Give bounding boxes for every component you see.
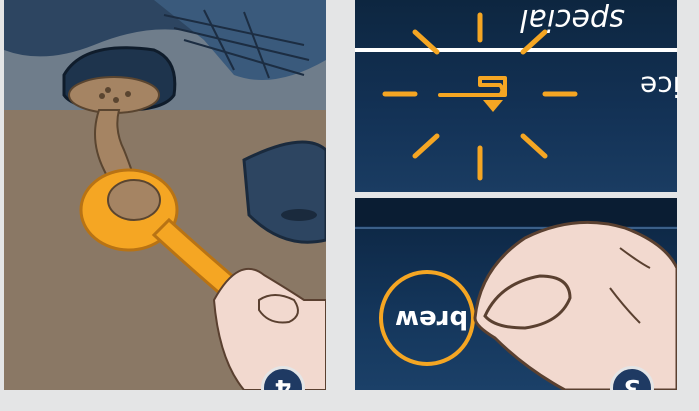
brew-button-label: brew xyxy=(395,304,468,334)
step-4-number: 4 xyxy=(264,369,302,390)
glowing-indicator-illustration xyxy=(355,0,677,192)
step-4-badge: 4 xyxy=(261,366,305,390)
step-4-panel: 4 xyxy=(4,0,326,390)
step-3-brew-panel: brew 3 xyxy=(355,198,677,390)
step-3-number: 3 xyxy=(613,369,651,390)
finger-press-illustration xyxy=(355,198,677,390)
ice-mode-partial-label: ice xyxy=(640,70,680,103)
brew-button: brew xyxy=(395,304,468,334)
special-mode-label: special xyxy=(520,2,625,37)
step-3-badge: 3 xyxy=(610,366,654,390)
filter-basket-icon xyxy=(440,78,505,112)
step-3-display-panel xyxy=(355,0,677,192)
coffee-scoop-illustration xyxy=(4,0,326,390)
